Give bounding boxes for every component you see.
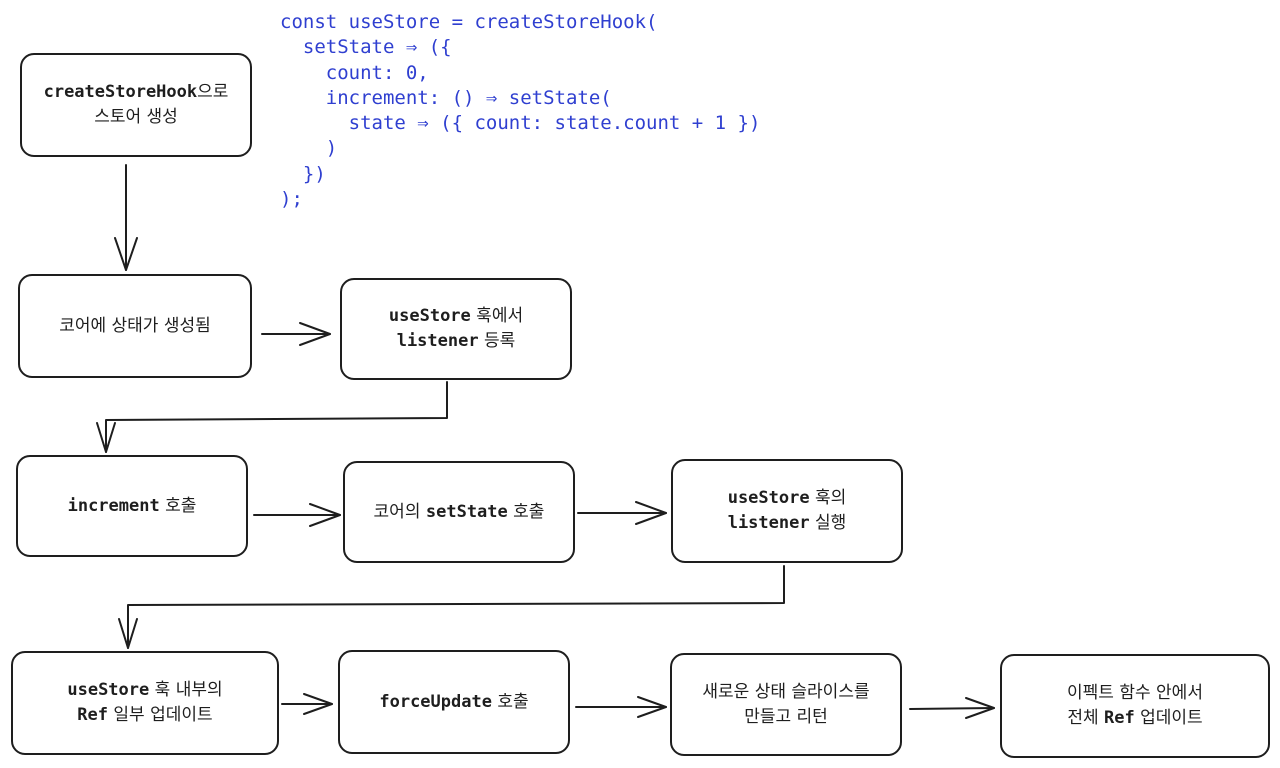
node-call-increment: increment 호출 — [16, 455, 248, 557]
node-label: forceUpdate 호출 — [379, 691, 529, 712]
code-line: const useStore = createStoreHook( — [280, 11, 658, 33]
arrow-increment-to-setstate — [253, 503, 341, 527]
node-label: 전체 Ref 업데이트 — [1067, 708, 1203, 728]
node-label: 새로운 상태 슬라이스를 — [702, 681, 870, 702]
arrow-listener-to-refpart — [118, 565, 785, 649]
node-label: Ref 일부 업데이트 — [77, 705, 213, 725]
arrow-core-to-register — [261, 322, 331, 346]
node-run-listener: useStore 훅의 listener 실행 — [671, 459, 903, 563]
node-label: 이펙트 함수 안에서 — [1067, 683, 1203, 703]
node-label: 코어에 상태가 생성됨 — [59, 315, 211, 336]
node-label: listener 등록 — [396, 331, 516, 351]
arrow-slice-to-refall — [909, 697, 995, 719]
node-core-state: 코어에 상태가 생성됨 — [18, 274, 252, 378]
arrow-refpart-to-force — [281, 693, 333, 715]
code-line: state ⇒ ({ count: state.count + 1 }) — [280, 112, 761, 135]
code-line: setState ⇒ ({ — [280, 36, 452, 59]
code-line: ) — [280, 137, 338, 160]
node-label: listener 실행 — [727, 513, 847, 533]
code-line: increment: () ⇒ setState( — [280, 86, 612, 109]
node-label: 스토어 생성 — [94, 107, 178, 127]
node-label: useStore 훅의 — [727, 488, 847, 508]
arrow-create-to-core — [114, 164, 138, 271]
node-label: increment 호출 — [67, 495, 197, 516]
code-line: count: 0, — [280, 61, 429, 84]
node-return-slice: 새로운 상태 슬라이스를 만들고 리턴 — [670, 653, 902, 756]
code-line: }) — [280, 162, 326, 185]
node-label: 만들고 리턴 — [744, 706, 828, 727]
node-label: createStoreHook으로 — [43, 82, 229, 102]
code-line: ); — [280, 188, 303, 211]
arrow-register-to-increment — [96, 381, 448, 453]
node-label: useStore 훅에서 — [388, 306, 524, 326]
code-snippet: const useStore = createStoreHook( setSta… — [280, 10, 760, 212]
arrow-setstate-to-listener — [577, 501, 667, 525]
node-force-update: forceUpdate 호출 — [338, 650, 570, 754]
node-label: useStore 훅 내부의 — [67, 680, 223, 700]
node-create-store: createStoreHook으로 스토어 생성 — [20, 53, 252, 157]
node-update-ref-part: useStore 훅 내부의 Ref 일부 업데이트 — [11, 651, 279, 755]
node-core-setstate: 코어의 setState 호출 — [343, 461, 575, 563]
node-label: 코어의 setState 호출 — [373, 501, 545, 522]
node-register-listener: useStore 훅에서 listener 등록 — [340, 278, 572, 380]
arrow-force-to-slice — [575, 696, 667, 718]
node-update-ref-all: 이펙트 함수 안에서 전체 Ref 업데이트 — [1000, 654, 1270, 758]
